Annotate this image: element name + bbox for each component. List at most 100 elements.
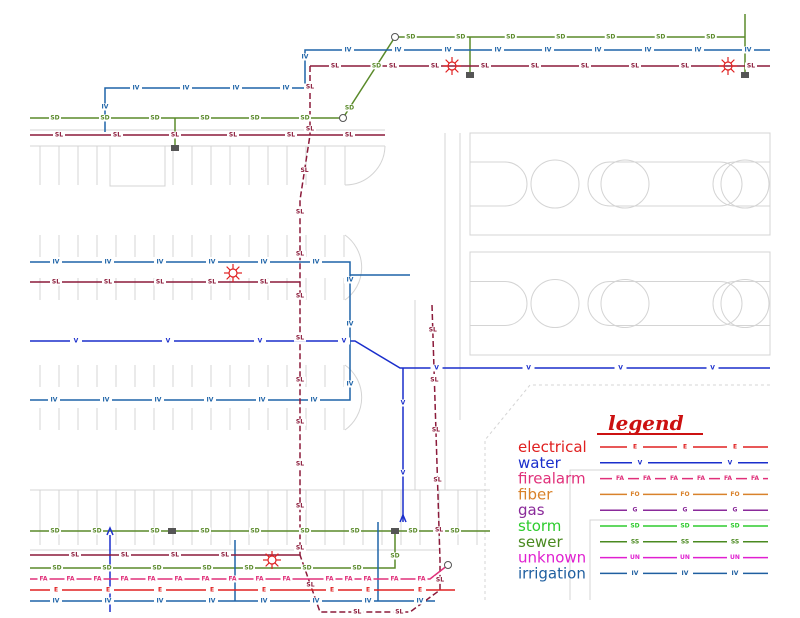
line-label-bg [70,337,82,345]
water-line-label: V [401,400,406,407]
line-label-bg [100,396,112,404]
line-label-bg [149,527,161,535]
legend-code-bg [639,474,655,483]
storm-line-label: SD [200,115,209,122]
line-label-bg [172,575,185,583]
site-background [30,129,771,600]
legend-code-firealarm: FA [643,475,651,482]
streetlight-line-label: SL [104,279,112,286]
utility-lines [30,14,770,613]
line-label-bg [99,114,111,122]
court-key [470,161,528,207]
line-label-bg [343,131,355,139]
line-label-bg [180,84,192,92]
legend-code-storm: SD [730,523,739,530]
catch-basin-icon [168,528,176,534]
storm-line-label: SD [408,528,417,535]
legend-code-bg [677,522,693,530]
legend-code-sewer: SS [731,538,739,545]
electrical-line-label: E [210,587,214,594]
irrigation-line-label: IV [313,259,320,266]
legend-code-bg [747,474,763,483]
fence-line [484,384,770,600]
streetlight-line-label: SL [208,279,216,286]
line-label-bg [310,597,322,605]
line-label-bg [294,418,306,426]
line-label-bg [344,276,356,284]
line-label-bg [64,575,77,583]
line-label-bg [361,575,374,583]
storm-line-label: SD [506,34,515,41]
storm-line-label: SD [92,528,101,535]
irrigation-line-label: IV [53,259,60,266]
legend-code-gas: G [733,507,738,514]
line-label-bg [249,527,261,535]
streetlight-line-label: SL [430,376,438,383]
line-label-bg [629,62,641,70]
storm-line-label: SD [345,104,354,111]
streetlight-line-label: SL [306,581,314,588]
storm-line-label: SD [456,34,465,41]
legend-code-bg [727,553,743,562]
legend-code-firealarm: FA [751,475,759,482]
firealarm-line-label: FA [39,576,47,583]
legend-code-firealarm: FA [670,475,678,482]
legend-code-bg [727,490,743,499]
line-label-bg [294,544,306,552]
line-label-bg [393,608,406,616]
firealarm-line-label: FA [417,576,425,583]
storm-line-label: SD [656,34,665,41]
streetlight-line-label: SL [55,132,63,139]
line-label-bg [522,364,535,372]
line-label-bg [294,334,306,342]
line-label-bg [69,551,81,559]
line-label-bg [226,575,239,583]
irrigation-line-label: IV [345,47,352,54]
legend-code-bg [727,537,743,546]
firealarm-line-label: FA [344,576,352,583]
water-line [30,340,770,369]
legend-code-sewer: SS [631,538,639,545]
irrigation-line-label: IV [302,54,309,61]
streetlight-line-label: SL [331,63,339,70]
irrigation-line-label: IV [155,397,162,404]
streetlight-line-label: SL [435,526,443,533]
legend-code-bg [693,474,709,483]
line-label-bg [256,396,268,404]
legend-code-bg [632,458,648,467]
line-label-bg [102,597,114,605]
storm-line-label: SD [250,115,259,122]
line-label-bg [654,33,667,41]
line-label-bg [249,114,261,122]
streetlight-line-label: SL [296,293,304,300]
line-label-bg [433,526,446,534]
legend-code-gas: G [683,507,688,514]
manhole-icon [391,33,399,41]
water-line-label: V [618,365,623,372]
streetlight-line-label: SL [121,552,129,559]
legend-code-bg [677,553,693,562]
court-key [587,281,743,326]
line-label-bg [149,114,161,122]
irrigation-line-label: IV [495,47,502,54]
court-circle [600,159,650,209]
irrigation-line-label: IV [445,47,452,54]
streetlight-line-label: SL [229,132,237,139]
line-label-bg [370,62,383,70]
line-label-bg [294,460,306,468]
irrigation-line-label: IV [157,259,164,266]
line-label-bg [206,258,218,266]
electrical-line-label: E [366,587,370,594]
streetlight-line [299,66,311,555]
court-key [470,281,528,326]
line-label-bg [326,586,338,594]
catch-basin-icon [171,145,179,151]
legend-item-irrigation: irrigation [518,564,586,582]
water-line-label: V [74,338,79,345]
line-label-bg [692,46,704,54]
line-label-bg [351,608,364,616]
legend-code-irrigation: IV [682,570,689,577]
legend-code-bg [677,443,693,451]
streetlight-line-label: SL [389,63,397,70]
line-label-bg [49,114,61,122]
